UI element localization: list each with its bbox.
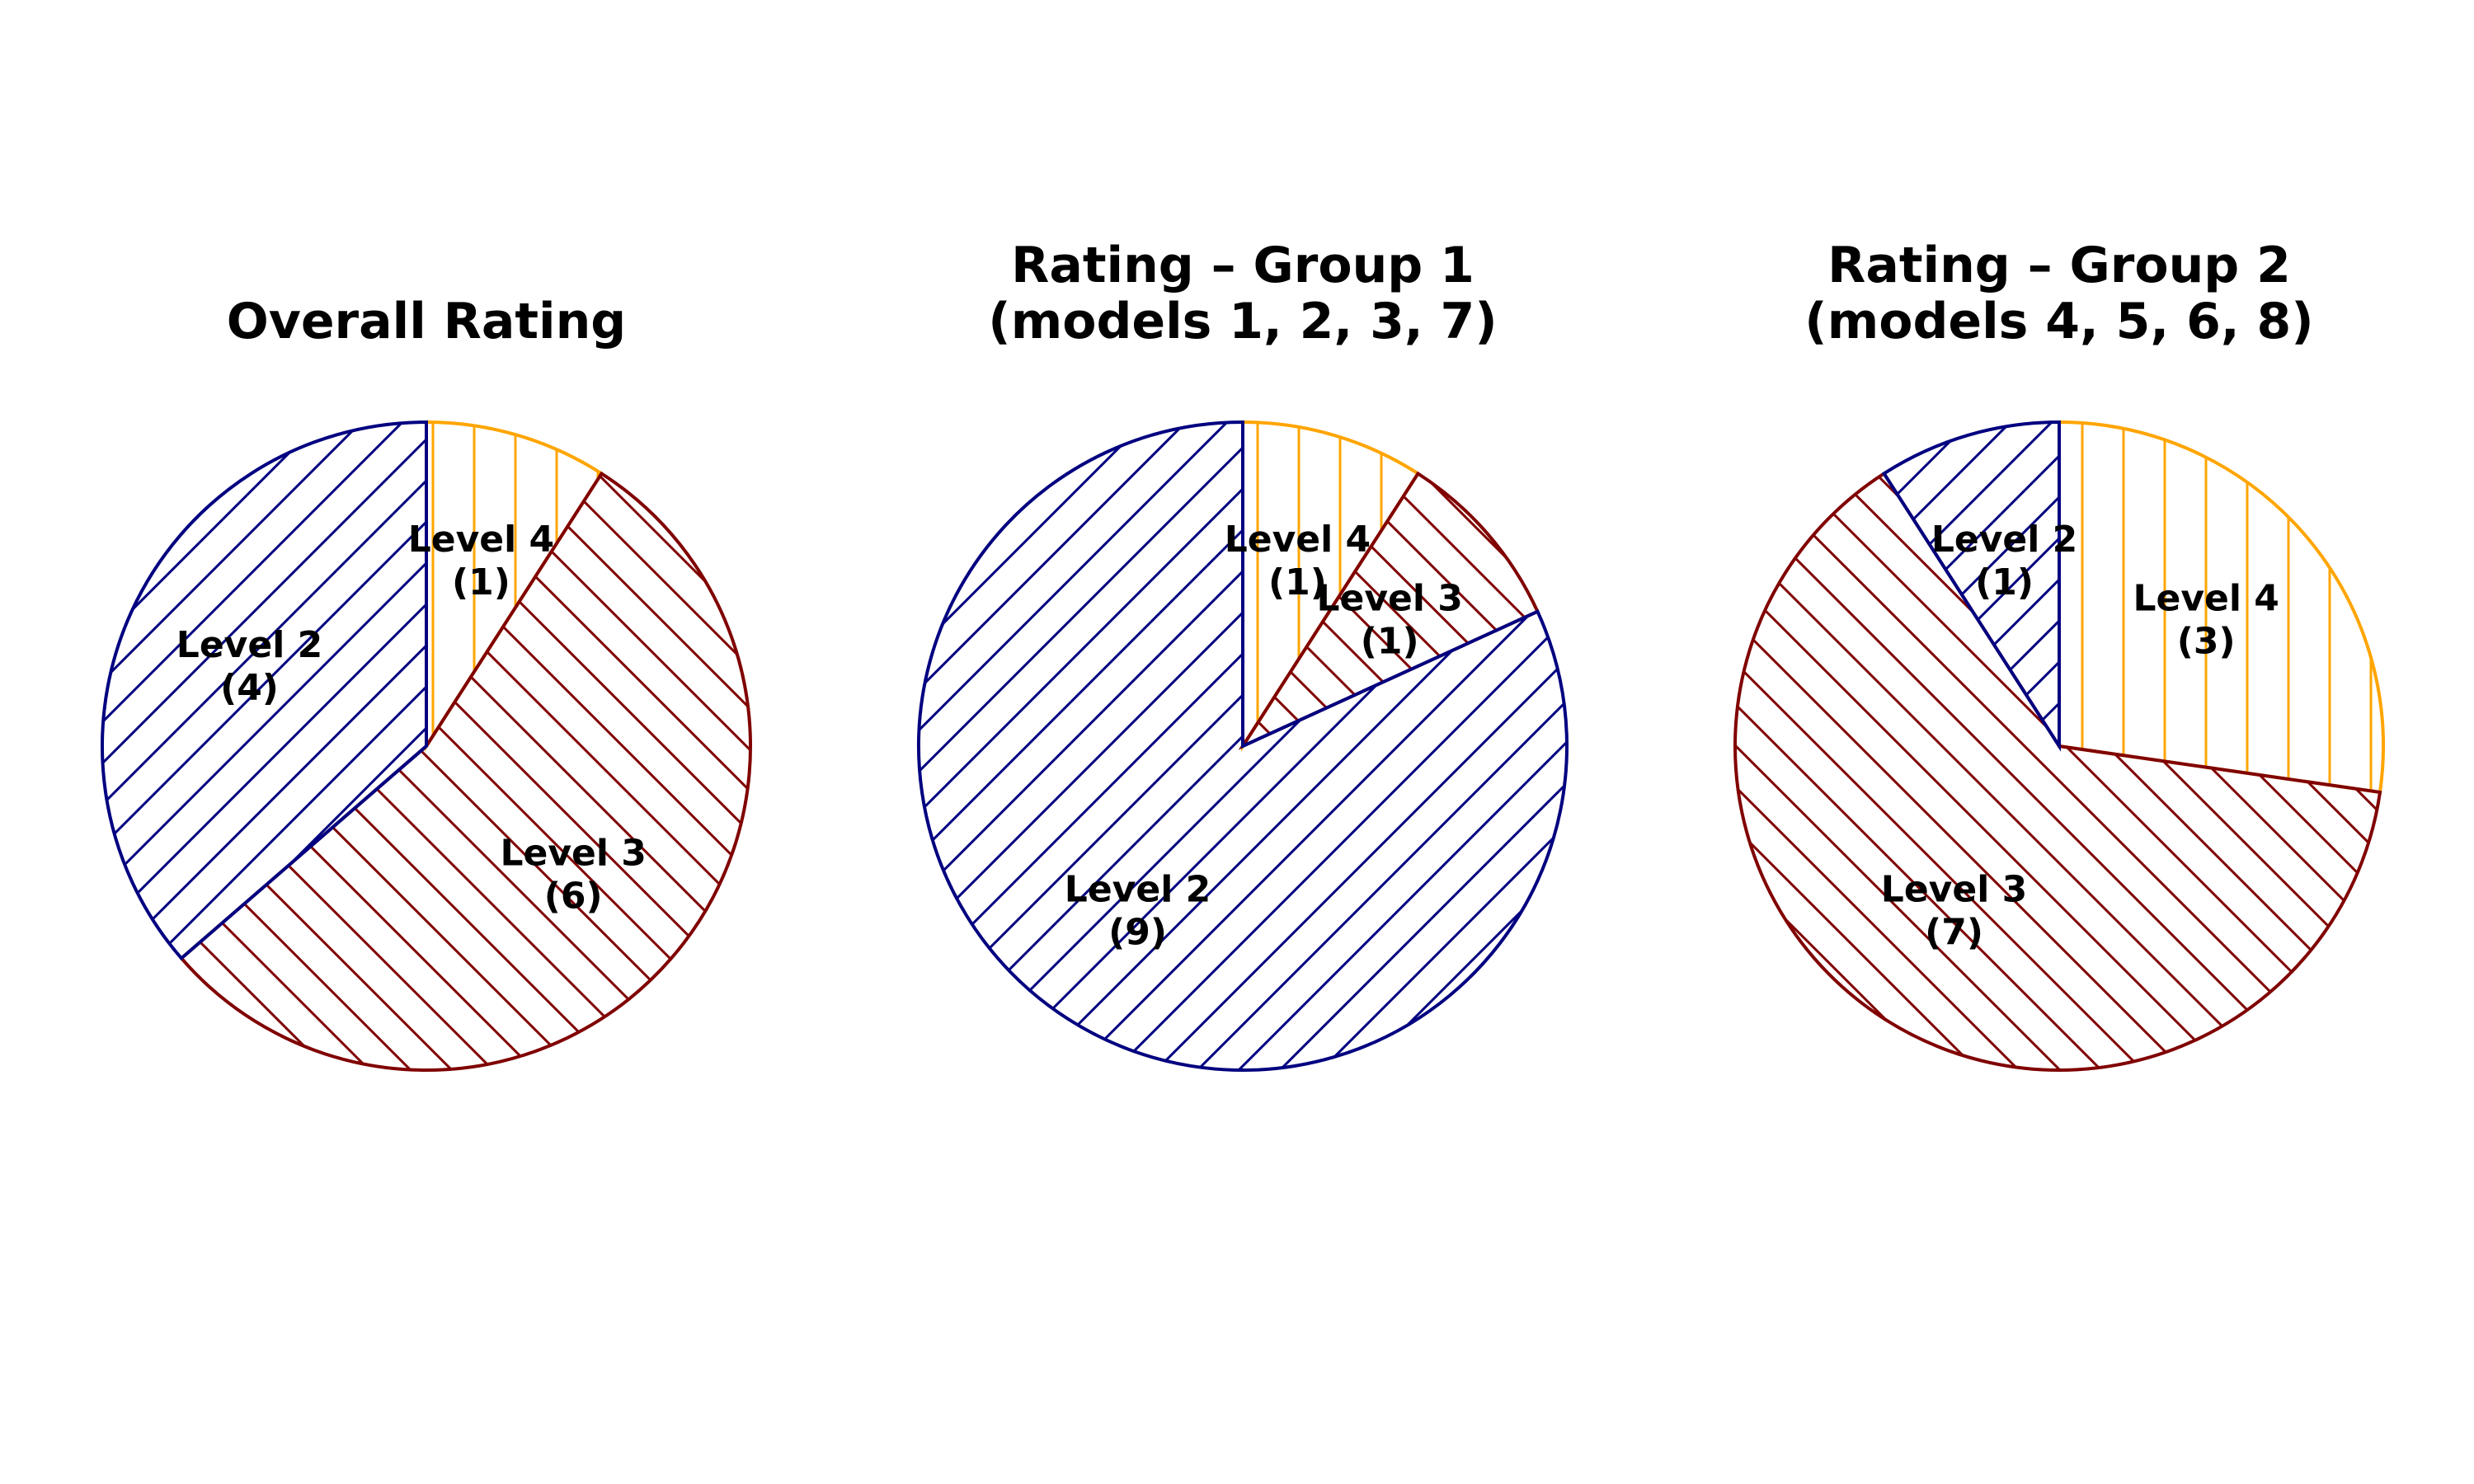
slice-label: Level 3(7) (1881, 868, 2027, 953)
chart-title: Rating – Group 1(models 1, 2, 3, 7) (988, 237, 1497, 350)
slice-label: Level 4(1) (1225, 519, 1371, 603)
chart-title: Overall Rating (227, 293, 627, 350)
pie-slice-level-4 (2058, 420, 2385, 795)
slice-label: Level 2(9) (1065, 868, 1211, 953)
slice-label: Level 3(6) (500, 832, 646, 917)
pie-slice-level-3 (179, 471, 752, 1072)
slice-label: Level 3(1) (1316, 578, 1462, 663)
pie-slice-level-4 (1241, 420, 1421, 752)
slice-label: Level 2(1) (1931, 519, 2077, 603)
pie-chart-3: Rating – Group 2(models 4, 5, 6, 8) Level… (1733, 237, 2385, 1072)
pie-chart-2: Rating – Group 1(models 1, 2, 3, 7) Level… (917, 237, 1569, 1072)
pie-slice-level-2 (917, 420, 1569, 1072)
pie-slice-level-4 (425, 420, 604, 752)
pie-slice-level-3 (1733, 471, 2382, 1072)
chart-title: Rating – Group 2(models 4, 5, 6, 8) (1804, 237, 2313, 350)
slice-label: Level 2(4) (176, 624, 322, 709)
pie-slice-level-2 (1881, 420, 2061, 752)
slice-label: Level 4(1) (408, 519, 554, 603)
slice-label: Level 4(3) (2133, 578, 2279, 663)
pie-slice-level-3 (1238, 471, 1540, 750)
pie-slice-level-2 (101, 420, 428, 961)
